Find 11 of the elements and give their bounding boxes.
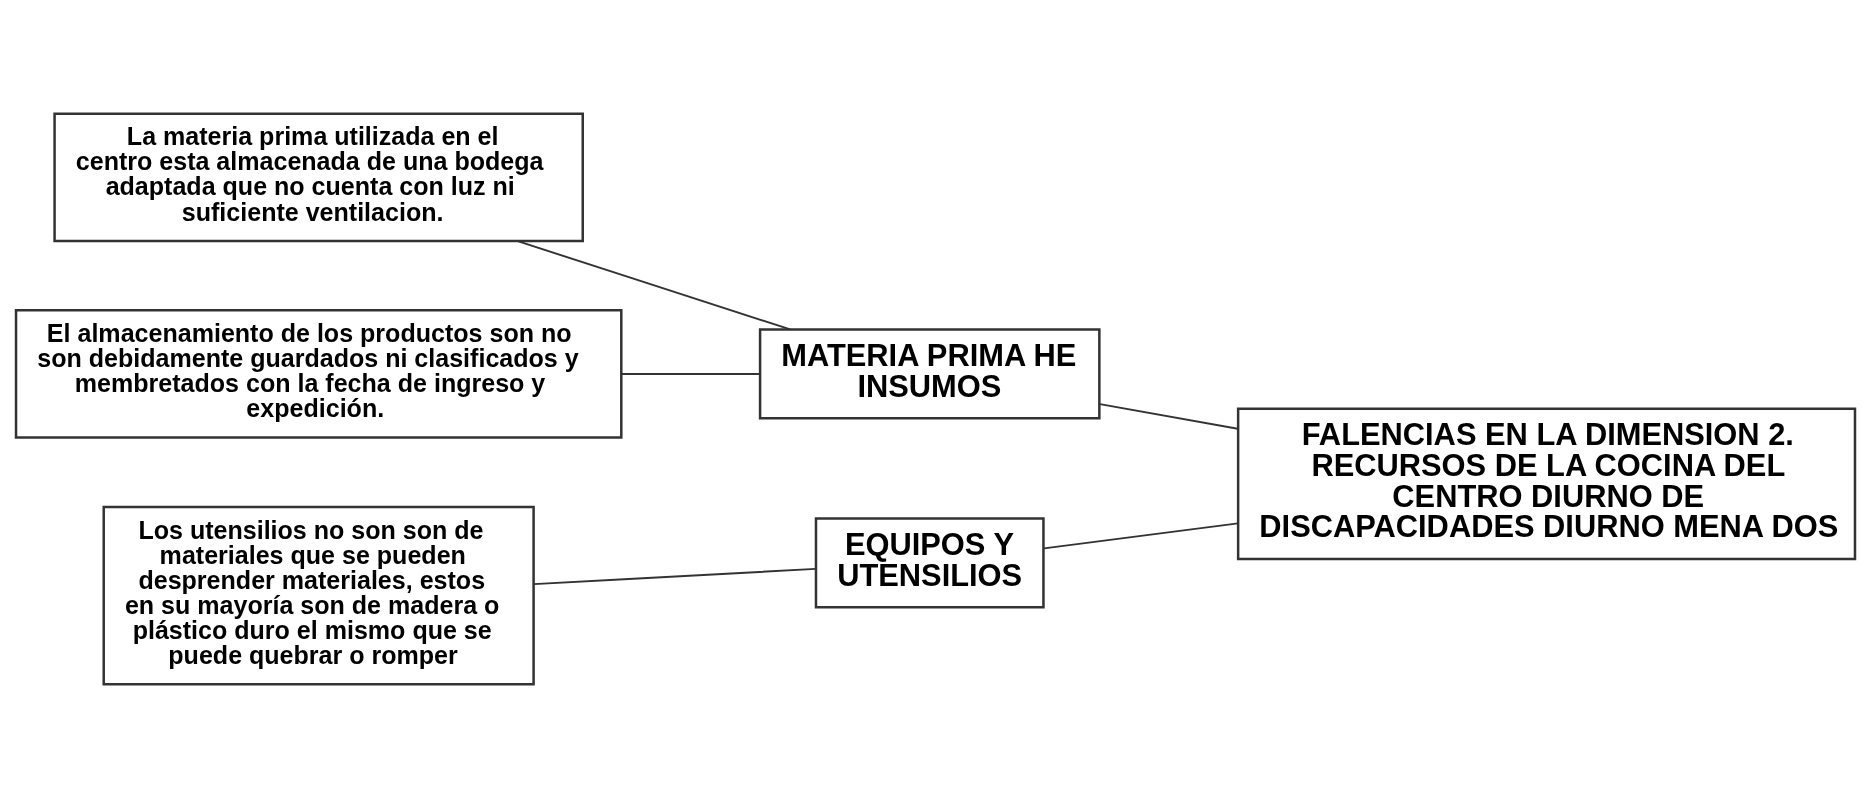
connector — [620, 372, 761, 375]
connector — [532, 567, 817, 585]
node-box: Los utensilios no son son de materiales que se pueden desprender materiales, estos en su mayoría son de madera o plástico duro el mismo que se puede quebrar o romper — [102, 505, 535, 686]
connector — [1099, 402, 1239, 430]
node-box: FALENCIAS EN LA DIMENSION 2. RECURSOS DE LA COCINA DEL CENTRO DIURNO DE DISCAPACIDADES DIURNO MENA DOS — [1236, 406, 1857, 560]
node-box: EQUIPOS Y UTENSILIOS — [814, 516, 1045, 608]
connector — [516, 239, 792, 330]
node-box: La materia prima utilizada en el centro esta almacenada de una bodega adaptada que no cuenta con luz ni suficiente ventilacion. — [53, 111, 584, 242]
connector — [1043, 521, 1239, 549]
node-box: MATERIA PRIMA HE INSUMOS — [758, 327, 1101, 420]
node-box: El almacenamiento de los productos son no son debidamente guardados ni clasificados y membretados con la fecha de ingreso y expedición. — [14, 308, 623, 439]
